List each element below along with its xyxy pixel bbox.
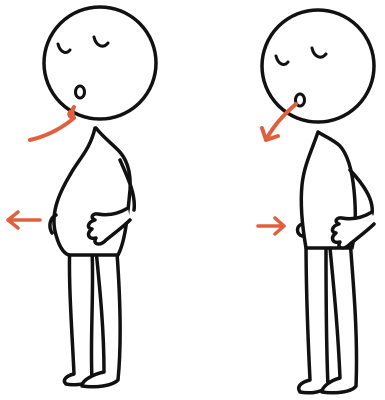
figure-exhale-hand xyxy=(332,212,374,248)
belly-in-arrow-icon xyxy=(258,218,284,234)
breath-out-arrow-icon xyxy=(262,104,296,140)
figure-inhale-legs xyxy=(64,240,120,387)
figure-exhale xyxy=(262,10,374,393)
figure-exhale-back-hand xyxy=(298,224,303,236)
belly-out-arrow-icon xyxy=(8,212,40,228)
breath-in-arrow-icon xyxy=(30,107,74,140)
figure-inhale xyxy=(44,7,156,387)
figure-inhale-head xyxy=(44,7,156,119)
figure-exhale-legs xyxy=(299,240,357,393)
figure-exhale-head xyxy=(262,10,374,122)
